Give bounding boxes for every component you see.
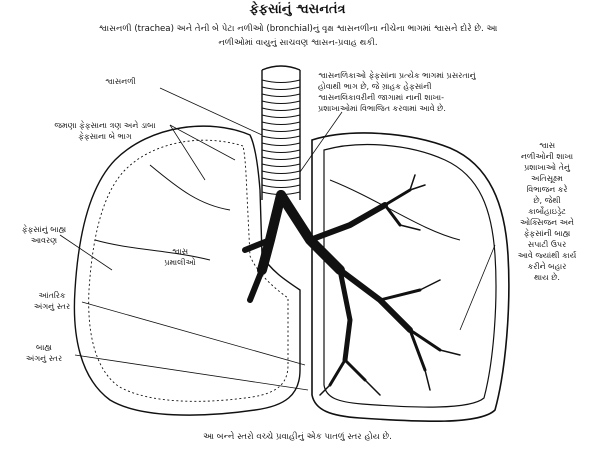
bronchi-desc-line-7: કાર્બોહાઇડ્રેટ [528,207,566,216]
trachea-ring [262,136,300,139]
outer-layer-line-1: બાહ્ય [36,343,52,352]
trachea-ring [262,164,300,167]
trachea-desc-line-4: પ્રશાખાઓમાં વિભાજિત કરવામાં આવે છે. [318,104,446,113]
bronchi-desc-line-12: કરીને બહાર [528,262,567,271]
trachea-desc-line-2: હોવાથી ભાગ છે, જે ગ્રાહક હેફસાંની [318,82,432,91]
inner-layer-line-2: અંગનું સ્તર [34,302,70,311]
trachea-ring [262,122,300,125]
trachea-ring [262,108,300,111]
trachea-ring [262,94,300,97]
outer-layer-line-2: અંગનું સ્તર [26,354,62,363]
label-outer-covering: ફેફસાંનું બાહ્ય આવરણ [14,224,74,246]
trachea-ring [262,80,300,83]
bronchi-desc-line-13: થાય છે. [534,273,560,282]
label-bronchi-desc: શ્વાસ નળીઓની શાખા પ્રશાખાઓ તેનું અતિસૂક્… [505,140,589,283]
bronchi-desc-line-1: શ્વાસ [539,141,555,150]
label-trachea-desc: શ્વાસનળિકાઓ ફેફસાંના પ્રત્યેક ભાગમાં પ્ર… [318,70,584,114]
lobes-line-1: જમણા ફેફસાના ત્રણ અને ડાબા [54,121,155,130]
lobes-line-2: ફેફસાના બે ભાગ [78,132,132,141]
outer-covering-line-1: ફેફસાંનું બાહ્ય [22,225,66,234]
bronchi-desc-line-11: આવે જ્યાંથી કાર્ય [518,251,577,260]
trachea-ring [262,115,300,118]
label-alveoli: શ્વાસ પ્રમાલીઓ [150,246,210,268]
outer-covering-line-2: આવરણ [31,236,57,245]
trachea-ring [262,178,300,181]
trachea-desc-line-1: શ્વાસનળિકાઓ ફેફસાંના પ્રત્યેક ભાગમાં પ્ર… [318,71,476,80]
bronchial-tree [245,175,460,395]
label-inner-layer: આંતરિક અંગનું સ્તર [22,290,82,312]
trachea-ring [262,171,300,174]
trachea-ring [262,101,300,104]
bronchi-desc-line-2: નળીઓની શાખા [521,152,573,161]
trachea-ring [262,129,300,132]
trachea-ring [262,87,300,90]
trachea-ring [262,143,300,146]
trachea-ring [262,157,300,160]
bronchi-desc-line-9: ફેફસાંની બાહ્ય [524,229,571,238]
bronchi-desc-line-8: ઓક્સિજન અને [520,218,574,227]
alveoli-line-2: પ્રમાલીઓ [164,258,195,267]
bronchi-desc-line-10: સપાટી ઉપર [528,240,567,249]
footer-note: આ બન્ને સ્તરો વચ્ચે પ્રવાહીનું એક પાતળું… [0,432,595,442]
alveoli-line-1: શ્વાસ [172,247,188,256]
label-lobes: જમણા ફેફસાના ત્રણ અને ડાબા ફેફસાના બે ભા… [30,120,180,142]
bronchi-desc-line-3: પ્રશાખાઓ તેનું [524,163,570,172]
label-outer-layer: બાહ્ય અંગનું સ્તર [14,342,74,364]
trachea-ring [262,185,300,188]
trachea [262,66,300,200]
trachea-ring [262,150,300,153]
bronchi-desc-line-6: છે, જેથી [533,196,560,205]
inner-layer-line-1: આંતરિક [38,291,65,300]
bronchi-desc-line-4: અતિસૂક્ષ્મ [531,174,563,183]
trachea-desc-line-3: શ્વાસનલિકાવરીની જાગામાં નાની શાખા- [318,93,444,102]
label-trachea: શ્વાસનળી [105,76,136,87]
bronchi-desc-line-5: વિભાજન કરે [526,185,567,194]
